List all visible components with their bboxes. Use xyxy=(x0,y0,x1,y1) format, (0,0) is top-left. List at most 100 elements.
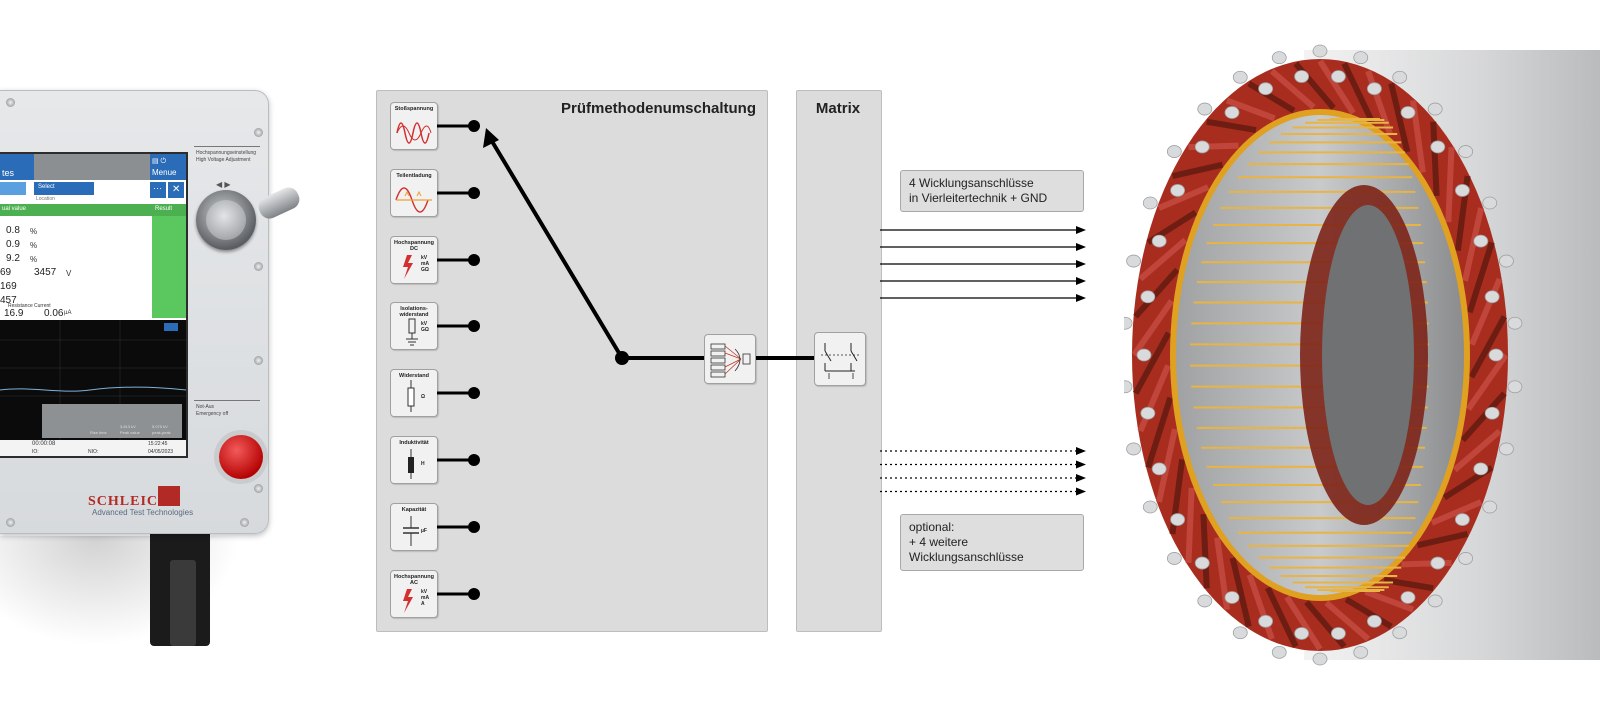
menu-icons: ▤ ⏻ xyxy=(152,158,167,165)
device-foot-inner xyxy=(170,560,196,646)
output-arrowhead-icon xyxy=(1076,474,1086,482)
stator-winding-image xyxy=(1124,44,1600,666)
capacitor-icon xyxy=(403,516,419,546)
left-value-1: 69 xyxy=(0,267,12,278)
coil-segment xyxy=(1155,428,1178,503)
method-unit: H xyxy=(421,461,425,467)
output-arrowhead-icon xyxy=(1076,447,1086,455)
insulation-icon xyxy=(406,318,418,346)
terminal-peg xyxy=(1482,196,1498,210)
method-terminal-dot[interactable] xyxy=(468,454,480,466)
coil-segment xyxy=(1145,396,1174,469)
terminal-peg xyxy=(1194,140,1210,154)
method-terminal-dot[interactable] xyxy=(468,187,480,199)
screw-icon xyxy=(254,128,263,137)
terminal-peg xyxy=(1353,645,1369,659)
method-unit: GΩ xyxy=(421,267,429,273)
coil-segment xyxy=(1445,146,1455,223)
terminal-peg xyxy=(1170,184,1186,197)
method-label: Isolations-widerstand xyxy=(399,306,429,318)
terminal-peg xyxy=(1312,652,1328,666)
screen-tab[interactable]: tes xyxy=(0,154,34,180)
screw-icon xyxy=(240,518,249,527)
method-panel-title: Prüfmethodenumschaltung xyxy=(560,100,756,117)
terminal-peg xyxy=(1197,594,1213,608)
coil-segment xyxy=(1466,241,1495,314)
terminal-peg xyxy=(1258,82,1274,96)
device-touchscreen[interactable]: tes ▤ ⏻ Menue Select Location ··· ✕ ual … xyxy=(0,152,188,458)
estop-label-rule xyxy=(194,400,260,401)
screen-selector-left[interactable] xyxy=(0,182,26,195)
terminal-peg xyxy=(1330,627,1346,640)
knob-cap xyxy=(206,200,246,240)
terminal-peg xyxy=(1507,316,1523,330)
inductor-icon xyxy=(408,449,414,479)
emergency-stop-button[interactable] xyxy=(219,435,263,479)
timer: 00:00:08 xyxy=(32,441,56,447)
output-arrowhead-icon xyxy=(1076,243,1086,251)
callout-optional-line2: + 4 weitere Wicklungsanschlüsse xyxy=(909,535,1024,564)
terminal-peg xyxy=(1258,614,1274,628)
screw-icon xyxy=(6,518,15,527)
callout-optional-connections: optional: + 4 weitere Wicklungsanschlüss… xyxy=(900,514,1084,571)
screen-menu-button[interactable]: ▤ ⏻ Menue xyxy=(150,154,186,180)
coil-segment xyxy=(1341,62,1375,124)
coil-segment xyxy=(1468,315,1508,379)
method-terminal-dot[interactable] xyxy=(468,254,480,266)
terminal-peg xyxy=(1366,614,1382,628)
terminal-peg xyxy=(1194,556,1210,570)
method-box-1[interactable]: Stoßspannung xyxy=(390,102,438,150)
high-voltage-icon xyxy=(403,255,413,279)
coil-segment xyxy=(1157,184,1210,211)
brand-tagline: Advanced Test Technologies xyxy=(92,508,194,517)
current-label: Current xyxy=(34,303,51,309)
terminal-peg xyxy=(1473,234,1489,248)
result-column xyxy=(152,216,186,318)
terminal-peg xyxy=(1312,44,1328,58)
clock-time: 15:22:45 xyxy=(148,441,168,447)
coil-segment xyxy=(1469,277,1503,346)
method-terminal-dot[interactable] xyxy=(468,320,480,332)
matrix-switch-block xyxy=(814,332,866,386)
peak-peak-value: 5.075 kV xyxy=(152,424,168,429)
coil-segment xyxy=(1265,586,1299,648)
more-options-button[interactable]: ··· xyxy=(150,182,166,198)
resistance-label: Resistance xyxy=(8,303,33,309)
output-arrowhead-icon xyxy=(1076,487,1086,496)
coil-segment xyxy=(1365,70,1394,137)
method-terminal-dot[interactable] xyxy=(468,387,480,399)
terminal-peg xyxy=(1224,591,1240,604)
coil-segment xyxy=(1452,428,1502,473)
terminal-peg xyxy=(1197,102,1213,116)
close-button[interactable]: ✕ xyxy=(168,182,184,198)
high-voltage-icon xyxy=(403,589,413,613)
coil-segment xyxy=(1388,82,1411,153)
col-result: Result xyxy=(155,206,173,212)
method-terminal-dot[interactable] xyxy=(468,120,480,132)
method-terminal-dot[interactable] xyxy=(468,588,480,600)
method-box-2[interactable]: Teilentladung xyxy=(390,169,438,217)
peak-peak-label: peak-peak xyxy=(152,430,171,435)
cursor-dialog[interactable] xyxy=(42,404,182,438)
coil-segment xyxy=(1324,600,1371,642)
coil-segment xyxy=(1364,588,1415,613)
coil-segment xyxy=(1132,331,1172,395)
more-icon: ··· xyxy=(153,183,162,193)
callout-optional-line1: optional: xyxy=(909,520,955,534)
far-bore-opening xyxy=(1322,205,1414,505)
waveform-trace xyxy=(0,320,186,440)
screen-select-button[interactable]: Select xyxy=(34,182,94,195)
knob-label-de: Hochspannungseinstellung xyxy=(196,150,257,156)
terminal-peg xyxy=(1126,254,1141,268)
output-arrowhead-icon xyxy=(1076,226,1086,234)
knob-label-rule xyxy=(194,146,260,147)
surge-wave-icon xyxy=(396,122,432,144)
result-io: IO: xyxy=(32,449,39,455)
method-terminal-dot[interactable] xyxy=(468,521,480,533)
